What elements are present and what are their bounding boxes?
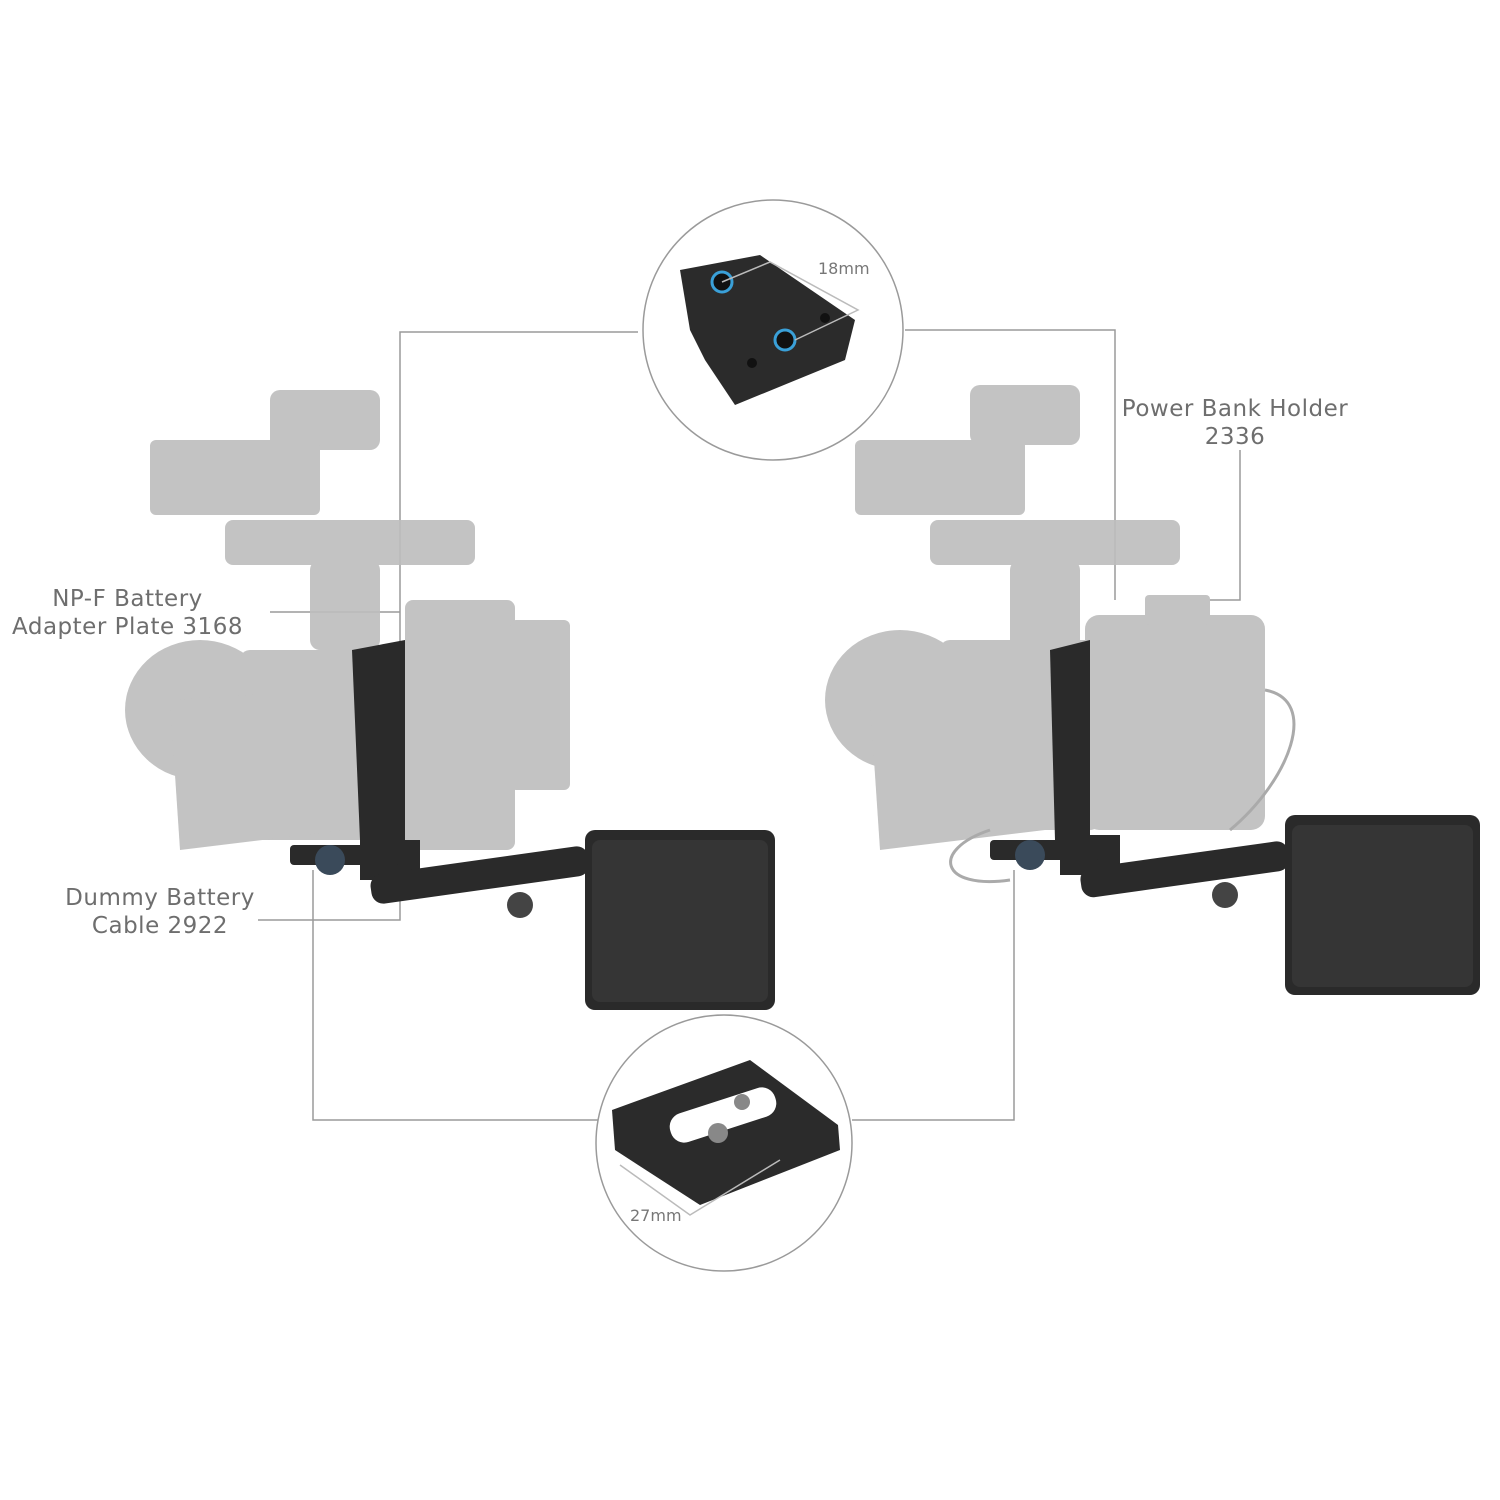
bottom-dimension-label: 27mm <box>630 1206 682 1225</box>
top-detail-circle <box>642 199 904 461</box>
dummy-battery-label: Dummy Battery Cable 2922 <box>45 884 275 940</box>
right-camera-rig <box>825 385 1480 995</box>
npf-adapter-number: Adapter Plate 3168 <box>12 614 243 640</box>
connector-lines <box>258 329 1241 1121</box>
power-bank-holder-label: Power Bank Holder 2336 <box>1110 395 1360 451</box>
power-bank-holder-name: Power Bank Holder <box>1121 396 1349 422</box>
bottom-detail-circle <box>595 1014 853 1272</box>
power-bank-holder-number: 2336 <box>1204 424 1266 450</box>
dummy-battery-number: Cable 2922 <box>91 913 229 939</box>
left-camera-rig <box>125 390 775 1010</box>
npf-adapter-name: NP-F Battery <box>52 586 203 612</box>
top-dimension-label: 18mm <box>818 259 870 278</box>
dummy-battery-name: Dummy Battery <box>65 885 255 911</box>
npf-adapter-label: NP-F Battery Adapter Plate 3168 <box>5 585 250 641</box>
